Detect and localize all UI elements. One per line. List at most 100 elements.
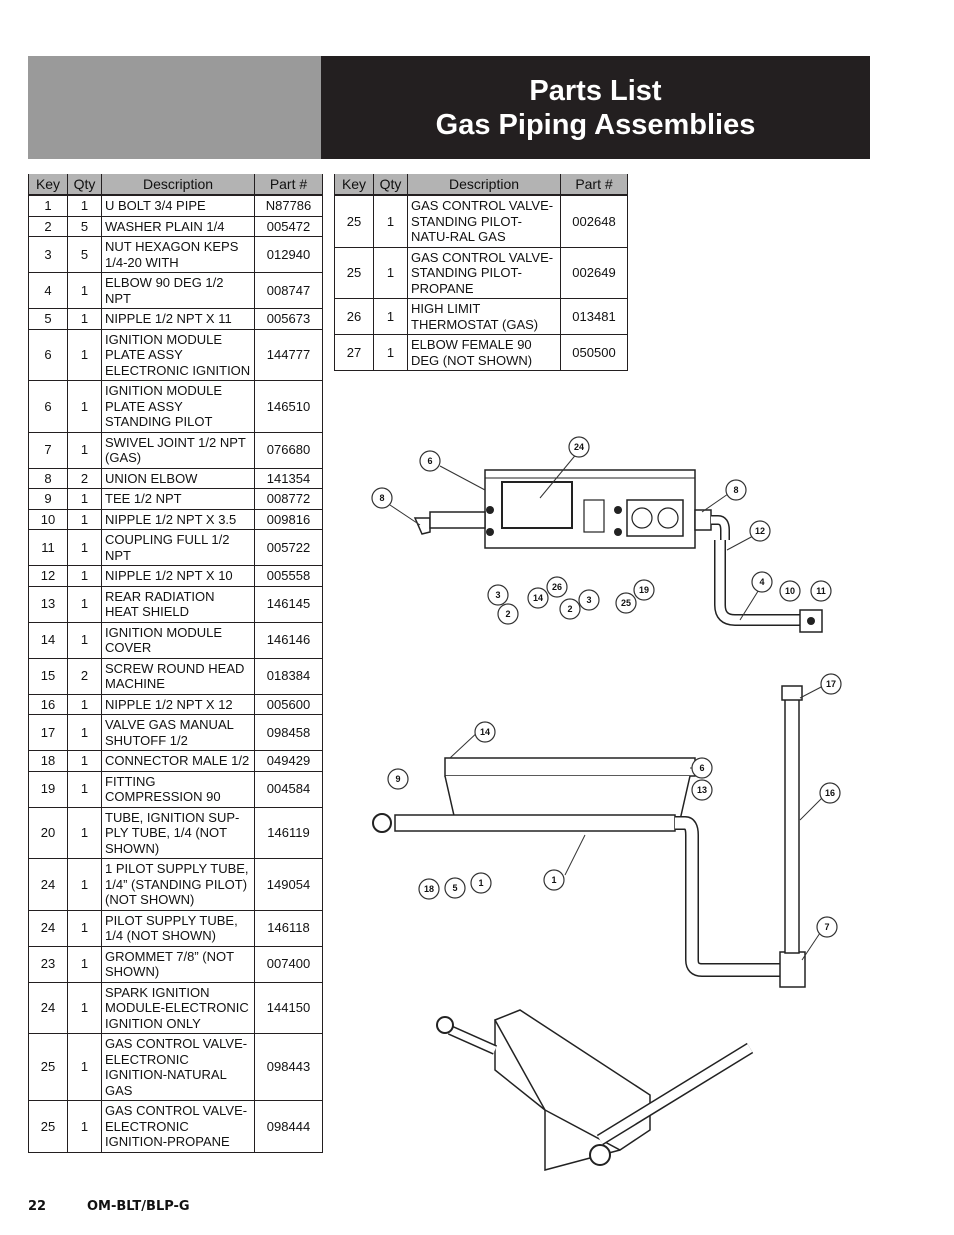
callout-5: 5 [444, 877, 466, 899]
cell-qty: 1 [67, 1100, 102, 1153]
svg-text:7: 7 [824, 922, 829, 932]
cell-part: 050500 [560, 334, 628, 371]
cell-key: 2 [28, 215, 68, 237]
callout-18: 18 [418, 878, 440, 900]
cell-part: 098444 [254, 1100, 323, 1153]
callout-6-upper: 6 [419, 450, 441, 472]
cell-qty: 5 [67, 236, 102, 273]
cell-description: ELBOW 90 DEG 1/2 NPT [101, 272, 255, 309]
title-line-2: Gas Piping Assemblies [435, 108, 756, 141]
cell-description: GAS CONTROL VALVE-STANDING PILOT-PROPANE [407, 246, 561, 299]
svg-text:4: 4 [759, 577, 764, 587]
callout-6-middle: 6 [691, 757, 713, 779]
cell-part: 144777 [254, 328, 323, 381]
cell-qty: 1 [373, 246, 408, 299]
svg-text:2: 2 [567, 604, 572, 614]
col-header-part: Part # [560, 174, 628, 196]
cell-description: HIGH LIMIT THERMOSTAT (GAS) [407, 298, 561, 335]
callout-10: 10 [779, 580, 801, 602]
cell-description: IGNITION MODULE PLATE ASSY ELECTRONIC IG… [101, 328, 255, 381]
cell-description: REAR RADIATION HEAT SHIELD [101, 585, 255, 623]
cell-key: 25 [28, 1100, 68, 1153]
cell-key: 13 [28, 585, 68, 623]
callout-26: 26 [546, 576, 568, 598]
cell-description: FITTING COMPRESSION 90 [101, 770, 255, 808]
table-header-row: Key Qty Description Part # [28, 174, 323, 196]
callout-2-right: 2 [559, 598, 581, 620]
cell-key: 24 [28, 909, 68, 947]
cell-key: 1 [28, 194, 68, 217]
cell-part: 002648 [560, 194, 628, 248]
cell-qty: 5 [67, 215, 102, 237]
cell-description: SWIVEL JOINT 1/2 NPT (GAS) [101, 431, 255, 469]
callout-4: 4 [751, 571, 773, 593]
cell-part: 005722 [254, 529, 323, 566]
callout-7: 7 [816, 916, 838, 938]
cell-key: 25 [334, 246, 374, 299]
svg-text:14: 14 [480, 727, 490, 737]
cell-part: 146118 [254, 909, 323, 947]
callout-8-right: 8 [725, 479, 747, 501]
cell-part: 009816 [254, 508, 323, 530]
cell-key: 6 [28, 328, 68, 381]
cell-description: VALVE GAS MANUAL SHUTOFF 1/2 [101, 714, 255, 751]
cell-qty: 2 [67, 657, 102, 695]
svg-text:1: 1 [551, 875, 556, 885]
cell-qty: 1 [67, 693, 102, 715]
cell-part: 076680 [254, 431, 323, 469]
cell-key: 4 [28, 272, 68, 309]
svg-text:3: 3 [586, 595, 591, 605]
svg-text:16: 16 [825, 788, 835, 798]
col-header-qty: Qty [373, 174, 408, 196]
cell-key: 15 [28, 657, 68, 695]
cell-part: 149054 [254, 858, 323, 911]
svg-text:17: 17 [826, 679, 836, 689]
callout-1-left: 1 [470, 872, 492, 894]
cell-part: 144150 [254, 981, 323, 1034]
cell-description: U BOLT 3/4 PIPE [101, 194, 255, 217]
cell-key: 25 [334, 194, 374, 248]
cell-key: 16 [28, 693, 68, 715]
cell-key: 6 [28, 380, 68, 433]
cell-qty: 1 [67, 770, 102, 808]
cell-description: SCREW ROUND HEAD MACHINE [101, 657, 255, 695]
cell-key: 23 [28, 945, 68, 983]
cell-part: 005558 [254, 565, 323, 587]
callout-8-left: 8 [371, 487, 393, 509]
cell-key: 5 [28, 308, 68, 330]
cell-description: GAS CONTROL VALVE-ELECTRONIC IGNITION-PR… [101, 1100, 255, 1153]
callout-3-right: 3 [578, 589, 600, 611]
svg-text:6: 6 [699, 763, 704, 773]
cell-description: NIPPLE 1/2 NPT X 12 [101, 693, 255, 715]
col-header-part: Part # [254, 174, 323, 196]
title-line-1: Parts List [529, 74, 662, 107]
cell-description: COUPLING FULL 1/2 NPT [101, 529, 255, 566]
callout-24: 24 [568, 436, 590, 458]
cell-description: TUBE, IGNITION SUP-PLY TUBE, 1/4 (NOT SH… [101, 806, 255, 859]
header-gray-band [28, 56, 321, 159]
col-header-description: Description [101, 174, 255, 196]
cell-qty: 1 [67, 565, 102, 587]
svg-text:19: 19 [639, 585, 649, 595]
cell-description: UNION ELBOW [101, 467, 255, 489]
cell-part: 049429 [254, 750, 323, 772]
cell-qty: 1 [373, 334, 408, 371]
svg-text:10: 10 [785, 586, 795, 596]
cell-qty: 1 [67, 380, 102, 433]
col-header-key: Key [334, 174, 374, 196]
cell-qty: 2 [67, 467, 102, 489]
